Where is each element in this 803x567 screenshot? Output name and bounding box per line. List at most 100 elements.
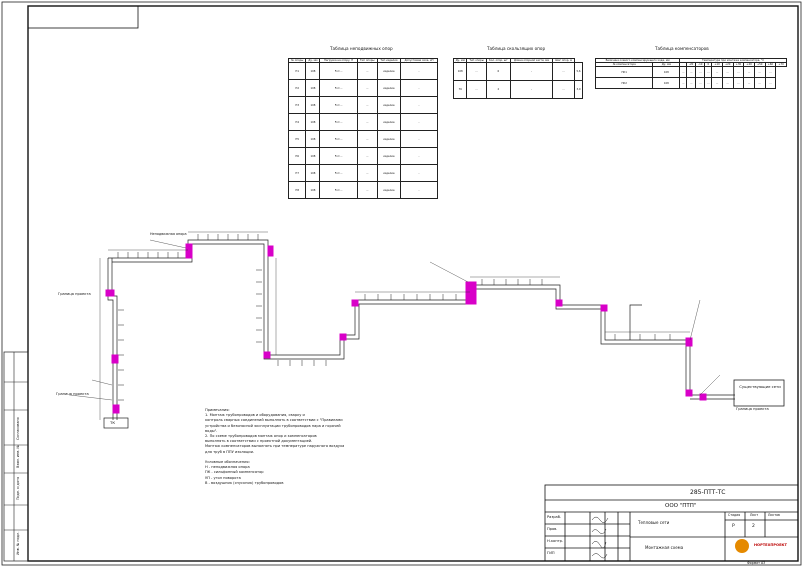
comp-cell: ... — [695, 77, 706, 89]
anchors-header-cell: Ду, мм — [305, 58, 321, 63]
side-strip-label: Согласовано — [16, 417, 20, 440]
anchors-cell: - — [400, 62, 438, 80]
anchors-cell: Н2 — [287, 79, 307, 97]
anchors-cell: Н8 — [287, 181, 307, 199]
comp-cell: 108 — [652, 66, 681, 78]
stamp-doc-title: Тепловые сети — [638, 520, 670, 525]
anchors-cell: Н5 — [287, 130, 307, 148]
sliding-row: 108...6-...5,6 — [452, 62, 583, 81]
notes-line: устройства и безопасной эксплуатации тру… — [205, 423, 341, 428]
anchors-cell: ... — [356, 96, 378, 114]
comp-cell: ... — [704, 77, 713, 89]
comp-cell: ... — [704, 66, 713, 78]
sliding-cell: ... — [466, 80, 487, 99]
sliding-header-cell: Длина опорной части, мм — [509, 58, 554, 63]
notes-line: для труб в ППУ изоляции. — [205, 449, 255, 454]
anchors-table-title: Таблица неподвижных опор — [330, 46, 393, 51]
notes-line: Н - неподвижная опора — [205, 465, 250, 470]
anchors-cell: Н6 — [287, 147, 307, 165]
leader-lines — [69, 239, 721, 401]
sliding-cell: ... — [552, 62, 576, 81]
anchors-cell: - — [400, 130, 438, 148]
anchors-cell: - — [400, 79, 438, 97]
stamp-sheet-label: Лист — [750, 513, 759, 517]
label-tk-left: ТК — [110, 420, 116, 425]
sliding-header-cell: Шаг опор, м — [552, 58, 576, 63]
comp-cell: ... — [764, 66, 777, 78]
anchors-cell: 108 — [305, 164, 321, 182]
side-strip-label: Подп. и дата — [16, 476, 20, 500]
comp-cell: ... — [743, 77, 755, 89]
anchors-cell: Fx=... — [319, 130, 358, 148]
comp-cell: ... — [753, 77, 766, 89]
tk-left-box — [103, 417, 129, 429]
side-strip-label: Взам. инв. № — [16, 444, 20, 468]
label-boundary-left-top: Граница проекта — [58, 292, 91, 296]
anchors-header-cell: Нагрузка на опору, Н — [319, 58, 358, 63]
comp-cell: ... — [764, 77, 777, 89]
comp-cell: ... — [711, 77, 723, 89]
comp-cell: ... — [686, 66, 697, 78]
anchors-cell: - — [400, 147, 438, 165]
inner-frame — [27, 5, 799, 562]
top-left-cell — [27, 5, 139, 29]
anchors-cell: Fx=... — [319, 147, 358, 165]
anchors-cell: Fx=... — [319, 62, 358, 80]
comp-cell: 108 — [652, 77, 681, 89]
sliding-cell: 2 — [485, 80, 511, 99]
anchors-header-cell: Допустимая сила, кН — [400, 58, 438, 63]
anchors-cell: ... — [356, 164, 378, 182]
sliding-cell: 108 — [452, 62, 468, 81]
comp-cell: ... — [753, 66, 766, 78]
anchors-cell: ... — [356, 62, 378, 80]
anchors-cell: 108 — [305, 96, 321, 114]
notes-line: контроль сварных соединений выполнять в … — [205, 418, 343, 423]
comp-cell: ПК2 — [594, 77, 654, 89]
stamp-row-label: Разраб. — [547, 515, 562, 519]
sliding-header-cell: Тип опоры — [466, 58, 487, 63]
anchors-cell: - — [400, 164, 438, 182]
stamp-code: 285-ПТТ-ТС — [690, 489, 726, 496]
compensators-table: Величина осевого компенсирующего хода, м… — [594, 58, 787, 89]
comp-cell: ... — [679, 66, 688, 78]
anchors-cell: - — [400, 181, 438, 199]
anchors-cell: - — [400, 96, 438, 114]
notes-line: 2. По схеме трубопроводов монтаж опор и … — [205, 434, 317, 439]
stamp-sheets-label: Листов — [768, 513, 780, 517]
stamp-stage-label: Стадия — [728, 513, 741, 517]
anchors-header-cell: Тип опоры — [356, 58, 378, 63]
sliding-cell: 3,0 — [574, 80, 583, 99]
anchors-cell: Н7 — [287, 164, 307, 182]
sliding-cell: ... — [466, 62, 487, 81]
comp-cell: ... — [695, 66, 706, 78]
anchors-cell: ... — [356, 79, 378, 97]
sliding-cell: 6 — [485, 62, 511, 81]
anchors-cell: Н4 — [287, 113, 307, 131]
anchors-cell: изделие — [376, 164, 402, 182]
notes-line: ПК - сильфонный компенсатор — [205, 470, 264, 475]
comp-cell: ПК1 — [594, 66, 654, 78]
side-strip — [3, 351, 29, 562]
comp-cell: ... — [721, 77, 734, 89]
anchors-cell: 108 — [305, 79, 321, 97]
comp-temp-cell: +70 — [775, 62, 787, 67]
anchors-cell: Fx=... — [319, 79, 358, 97]
existing-network-box — [733, 379, 785, 407]
notes-line: Условные обозначения: — [205, 460, 250, 465]
anchors-cell: изделие — [376, 79, 402, 97]
notes-line: В - воздушник (спускник) трубопроводов — [205, 480, 284, 485]
comp-header-left: Величина осевого компенсирующего хода, м… — [594, 58, 681, 63]
stamp-row-label: ГИП — [547, 551, 555, 555]
